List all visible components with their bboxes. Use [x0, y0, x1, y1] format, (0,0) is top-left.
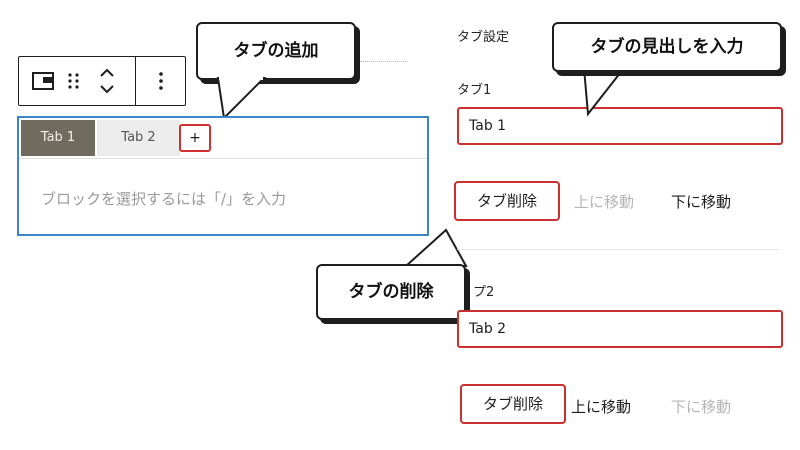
tab-2-move-down-button[interactable]: 下に移動: [671, 398, 732, 416]
callout-add-tab: タブの追加: [196, 22, 356, 80]
add-tab-label: +: [189, 130, 201, 146]
panel-title: タブ設定: [457, 30, 510, 45]
drag-handle-icon[interactable]: [67, 71, 81, 95]
delete-tab-1-button[interactable]: タブ削除: [454, 181, 560, 221]
tab-1-field-label: タブ1: [457, 83, 492, 98]
tab-2-title-input[interactable]: Tab 2: [457, 310, 783, 348]
tabs-block[interactable]: Tab 1 Tab 2 + ブロックを選択するには「/」を入力: [17, 116, 429, 236]
callout-delete-tab: タブの削除: [316, 264, 466, 320]
block-placeholder[interactable]: ブロックを選択するには「/」を入力: [41, 190, 287, 208]
callout-edit-heading: タブの見出しを入力: [552, 22, 782, 72]
tab-1-title-input[interactable]: Tab 1: [457, 107, 783, 145]
dotted-divider: [360, 61, 408, 62]
block-type-icon[interactable]: [31, 69, 55, 97]
tab-1[interactable]: Tab 1: [21, 120, 95, 156]
tab-1-move-up-button[interactable]: 上に移動: [574, 193, 635, 211]
delete-tab-1-label: タブ削除: [476, 192, 537, 210]
tab-1-title-value: Tab 1: [469, 118, 507, 134]
tab-2-title-value: Tab 2: [469, 321, 507, 337]
tab-2-label: Tab 2: [121, 130, 156, 145]
tab-1-move-down-button[interactable]: 下に移動: [671, 193, 732, 211]
more-options-icon[interactable]: [157, 70, 165, 96]
tab-2-field-label: プ2: [473, 285, 495, 300]
callout-add-tab-text: タブの追加: [233, 41, 319, 61]
callout-edit-heading-pointer: [582, 66, 627, 117]
callout-delete-tab-pointer: [403, 228, 468, 267]
tab-1-label: Tab 1: [40, 130, 76, 145]
callout-edit-heading-text: タブの見出しを入力: [590, 37, 744, 57]
tab-2-move-up-button[interactable]: 上に移動: [571, 398, 632, 416]
block-toolbar: [18, 56, 186, 106]
tab-2[interactable]: Tab 2: [97, 120, 180, 156]
move-up-down-icon[interactable]: [95, 66, 119, 100]
section-divider: [457, 249, 779, 250]
tabs-divider: [19, 158, 427, 159]
callout-add-tab-pointer: [216, 76, 267, 121]
callout-delete-tab-text: タブの削除: [348, 282, 434, 302]
delete-tab-2-label: タブ削除: [482, 395, 543, 413]
toolbar-separator: [135, 57, 136, 105]
delete-tab-2-button[interactable]: タブ削除: [460, 384, 566, 424]
add-tab-button[interactable]: +: [179, 124, 211, 152]
